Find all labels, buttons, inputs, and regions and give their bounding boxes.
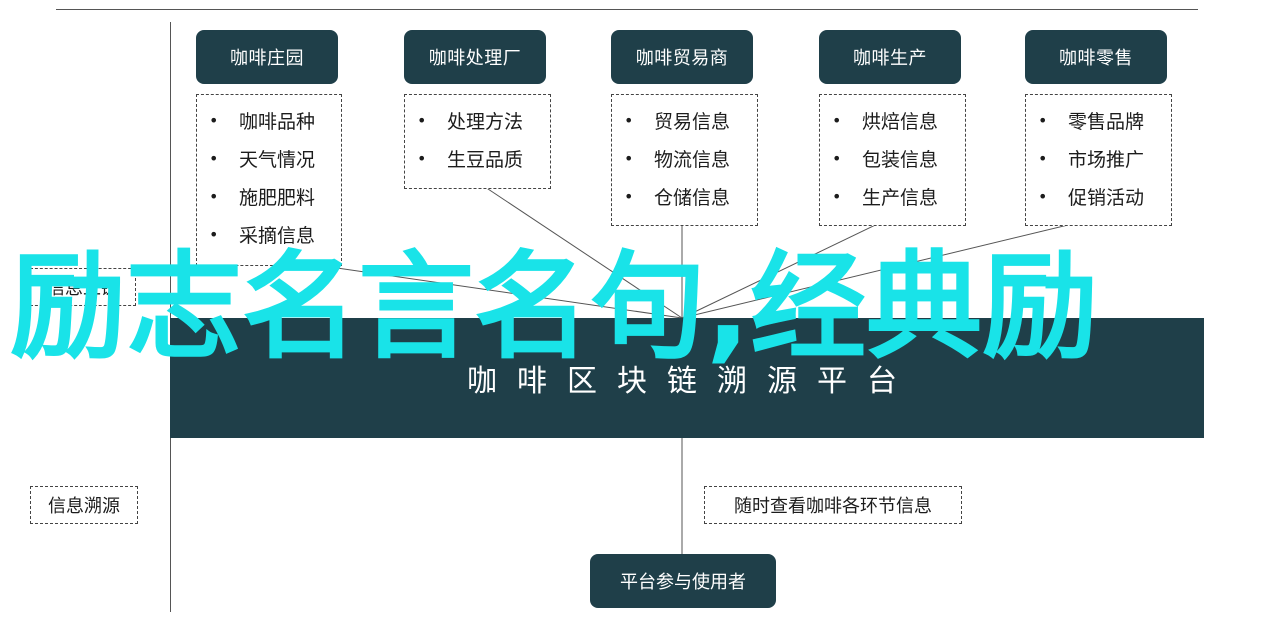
- label-info-upload: 信息上链: [30, 268, 136, 306]
- list-item: •生产信息: [832, 186, 939, 209]
- header-coffee-trader: 咖啡贸易商: [611, 30, 753, 84]
- list-coffee-processor: •处理方法 •生豆品质: [404, 94, 551, 189]
- header-coffee-estate: 咖啡庄园: [196, 30, 338, 84]
- left-axis-line: [170, 22, 171, 612]
- overlay-title: 励志名言名句,经典励: [10, 240, 1099, 375]
- list-item: •采摘信息: [209, 224, 316, 247]
- label-info-trace: 信息溯源: [30, 486, 138, 524]
- header-coffee-processor: 咖啡处理厂: [404, 30, 546, 84]
- platform-band: 咖啡区块链溯源平台: [170, 318, 1204, 438]
- header-coffee-production: 咖啡生产: [819, 30, 961, 84]
- list-item: •咖啡品种: [209, 110, 316, 133]
- list-item: •零售品牌: [1038, 110, 1145, 133]
- list-item: •天气情况: [209, 148, 316, 171]
- list-item: •仓储信息: [624, 186, 731, 209]
- list-coffee-retail: •零售品牌 •市场推广 •促销活动: [1025, 94, 1172, 226]
- list-coffee-production: •烘焙信息 •包装信息 •生产信息: [819, 94, 966, 226]
- list-item: •包装信息: [832, 148, 939, 171]
- list-item: •促销活动: [1038, 186, 1145, 209]
- top-rule: [56, 9, 1198, 10]
- list-coffee-trader: •贸易信息 •物流信息 •仓储信息: [611, 94, 758, 226]
- list-item: •市场推广: [1038, 148, 1145, 171]
- trace-note: 随时查看咖啡各环节信息: [704, 486, 962, 524]
- list-item: •贸易信息: [624, 110, 731, 133]
- header-coffee-retail: 咖啡零售: [1025, 30, 1167, 84]
- list-item: •生豆品质: [417, 148, 524, 171]
- list-item: •施肥肥料: [209, 186, 316, 209]
- list-item: •物流信息: [624, 148, 731, 171]
- participants-pill: 平台参与使用者: [590, 554, 776, 608]
- list-item: •烘焙信息: [832, 110, 939, 133]
- list-coffee-estate: •咖啡品种 •天气情况 •施肥肥料 •采摘信息: [196, 94, 342, 266]
- list-item: •处理方法: [417, 110, 524, 133]
